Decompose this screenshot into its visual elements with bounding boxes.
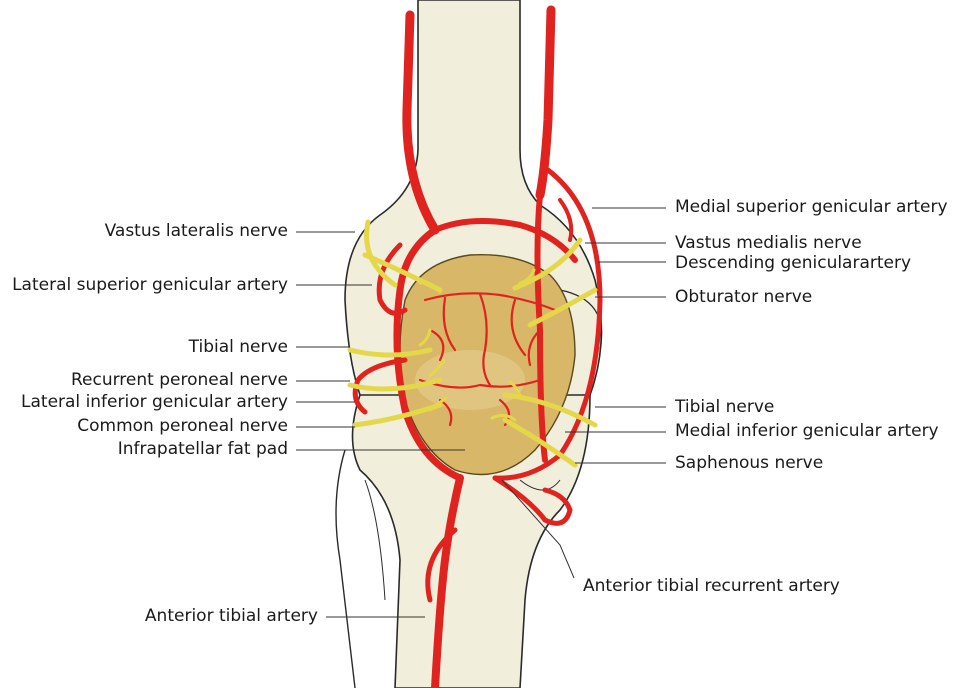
label-infrapatellar-fat-pad: Infrapatellar fat pad bbox=[117, 439, 288, 459]
label-common-peroneal-nerve: Common peroneal nerve bbox=[77, 416, 288, 436]
label-tibial-nerve-left: Tibial nerve bbox=[188, 337, 288, 357]
label-vastus-medialis-nerve: Vastus medialis nerve bbox=[675, 233, 862, 253]
label-medial-inferior-genicular-artery: Medial inferior genicular artery bbox=[675, 421, 939, 441]
leader-lines-right bbox=[501, 207, 666, 579]
label-saphenous-nerve: Saphenous nerve bbox=[675, 453, 824, 473]
label-anterior-tibial-artery: Anterior tibial artery bbox=[144, 606, 318, 626]
label-obturator-nerve: Obturator nerve bbox=[675, 287, 813, 307]
label-recurrent-peroneal-nerve: Recurrent peroneal nerve bbox=[70, 370, 288, 390]
tibia bbox=[335, 394, 591, 688]
label-lateral-superior-genicular-artery: Lateral superior genicular artery bbox=[12, 275, 288, 295]
label-medial-superior-genicular-artery: Medial superior genicular artery bbox=[675, 197, 948, 217]
leader-lines-left bbox=[296, 231, 465, 618]
nerves bbox=[347, 219, 598, 468]
label-anterior-tibial-recurrent-artery: Anterior tibial recurrent artery bbox=[583, 576, 840, 596]
label-descending-genicular-artery: Descending genicularartery bbox=[675, 253, 912, 273]
label-tibial-nerve-right: Tibial nerve bbox=[675, 397, 775, 417]
arteries bbox=[352, 5, 603, 688]
label-vastus-lateralis-nerve: Vastus lateralis nerve bbox=[104, 221, 288, 241]
label-lateral-inferior-genicular-artery: Lateral inferior genicular artery bbox=[21, 392, 288, 412]
